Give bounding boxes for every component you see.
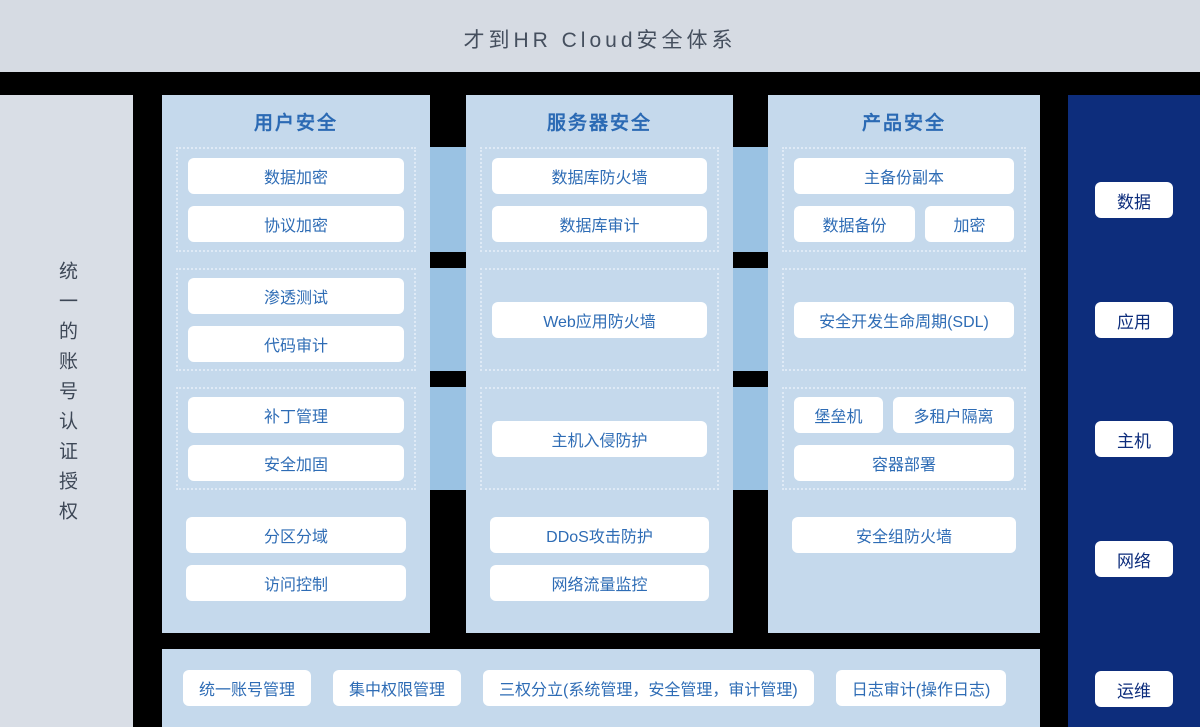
capability-group: 主机入侵防护 xyxy=(480,387,719,490)
capability-row: 渗透测试 xyxy=(188,277,404,314)
capability-row: 数据库审计 xyxy=(492,205,707,242)
capability-pill: 分区分域 xyxy=(186,517,406,553)
capability-row: 堡垒机多租户隔离 xyxy=(794,396,1014,433)
capability-row: Web应用防火墙 xyxy=(492,301,707,338)
capability-row: 协议加密 xyxy=(188,205,404,242)
capability-pill: 主机入侵防护 xyxy=(492,420,707,457)
connector-bridge xyxy=(733,147,768,252)
capability-row: 数据备份加密 xyxy=(794,205,1014,242)
capability-pill: 数据库审计 xyxy=(492,205,707,242)
capability-pill: 代码审计 xyxy=(188,325,404,362)
capability-pill: 访问控制 xyxy=(186,565,406,601)
page-title: 才到HR Cloud安全体系 xyxy=(463,29,737,52)
capability-row: 容器部署 xyxy=(794,444,1014,481)
column-title-product-security: 产品安全 xyxy=(861,112,946,134)
capability-pill: DDoS攻击防护 xyxy=(490,517,709,553)
capability-row: DDoS攻击防护 xyxy=(490,517,709,553)
capability-pill: 加密 xyxy=(925,205,1014,242)
capability-group: 数据加密协议加密 xyxy=(176,147,416,252)
capability-row: 补丁管理 xyxy=(188,396,404,433)
column-title-server-security: 服务器安全 xyxy=(546,112,652,134)
capability-group: Web应用防火墙 xyxy=(480,268,719,371)
connector-bridge xyxy=(430,147,466,252)
capability-row: 安全开发生命周期(SDL) xyxy=(794,301,1014,338)
capability-pill: Web应用防火墙 xyxy=(492,301,707,338)
capability-row: 安全组防火墙 xyxy=(792,517,1016,553)
column-user-security: 用户安全数据加密协议加密渗透测试代码审计补丁管理安全加固分区分域访问控制 xyxy=(162,95,430,633)
capability-pill: 容器部署 xyxy=(794,444,1014,481)
capability-pill: 协议加密 xyxy=(188,205,404,242)
capability-pill: 数据加密 xyxy=(188,157,404,194)
capability-group: 渗透测试代码审计 xyxy=(176,268,416,371)
capability-pill: 安全组防火墙 xyxy=(792,517,1016,553)
capability-row: 数据库防火墙 xyxy=(492,157,707,194)
governance-bar: 统一账号管理集中权限管理三权分立(系统管理，安全管理，审计管理) 日志审计(操作日… xyxy=(162,649,1040,727)
column-product-security: 产品安全主备份副本数据备份加密安全开发生命周期(SDL)堡垒机多租户隔离容器部署… xyxy=(768,95,1040,633)
layer-badge-application: 应用 xyxy=(1095,302,1173,338)
governance-pill-unified-account-management: 统一账号管理 xyxy=(183,670,312,706)
connector-bridge xyxy=(430,387,466,490)
capability-row: 主机入侵防护 xyxy=(492,420,707,457)
capability-group: 主备份副本数据备份加密 xyxy=(782,147,1026,252)
capability-group: 数据库防火墙数据库审计 xyxy=(480,147,719,252)
layer-badge-network: 网络 xyxy=(1095,541,1173,577)
capability-group: 分区分域访问控制 xyxy=(176,506,416,633)
connector-bridge xyxy=(430,268,466,371)
layers-rail: 数据应用主机网络运维 xyxy=(1068,95,1200,727)
capability-pill: 网络流量监控 xyxy=(490,565,709,601)
layer-badge-host: 主机 xyxy=(1095,421,1173,457)
capability-pill: 数据库防火墙 xyxy=(492,157,707,194)
governance-pill-separation-of-three-powers: 三权分立(系统管理，安全管理，审计管理) xyxy=(483,670,814,706)
capability-pill: 安全开发生命周期(SDL) xyxy=(794,301,1014,338)
capability-group: 堡垒机多租户隔离容器部署 xyxy=(782,387,1026,490)
capability-row: 主备份副本 xyxy=(794,157,1014,194)
title-bar: 才到HR Cloud安全体系 xyxy=(0,0,1200,72)
connector-bridge xyxy=(733,387,768,490)
capability-group: DDoS攻击防护网络流量监控 xyxy=(480,506,719,633)
capability-row: 代码审计 xyxy=(188,325,404,362)
column-title-user-security: 用户安全 xyxy=(253,112,338,134)
capability-row: 安全加固 xyxy=(188,444,404,481)
capability-row: 分区分域 xyxy=(186,517,406,553)
capability-pill: 数据备份 xyxy=(794,205,915,242)
capability-pill: 堡垒机 xyxy=(794,396,883,433)
capability-pill: 多租户隔离 xyxy=(893,396,1014,433)
capability-pill: 主备份副本 xyxy=(794,157,1014,194)
unified-auth-label: 统一的账号认证授权 xyxy=(56,261,77,531)
governance-pill-log-audit: 日志审计(操作日志) xyxy=(835,670,1007,706)
capability-row: 网络流量监控 xyxy=(490,565,709,601)
capability-pill: 补丁管理 xyxy=(188,396,404,433)
capability-group: 补丁管理安全加固 xyxy=(176,387,416,490)
layer-badge-data: 数据 xyxy=(1095,182,1173,218)
capability-row: 数据加密 xyxy=(188,157,404,194)
governance-pill-central-permission-management: 集中权限管理 xyxy=(333,670,462,706)
capability-row: 访问控制 xyxy=(186,565,406,601)
unified-auth-panel: 统一的账号认证授权 xyxy=(0,95,133,727)
capability-group: 安全组防火墙 xyxy=(782,506,1026,633)
capability-pill: 渗透测试 xyxy=(188,277,404,314)
connector-bridge xyxy=(733,268,768,371)
capability-group: 安全开发生命周期(SDL) xyxy=(782,268,1026,371)
layer-badge-operations: 运维 xyxy=(1095,671,1173,707)
column-server-security: 服务器安全数据库防火墙数据库审计 Web应用防火墙主机入侵防护 DDoS攻击防护网络… xyxy=(466,95,733,633)
capability-pill: 安全加固 xyxy=(188,444,404,481)
